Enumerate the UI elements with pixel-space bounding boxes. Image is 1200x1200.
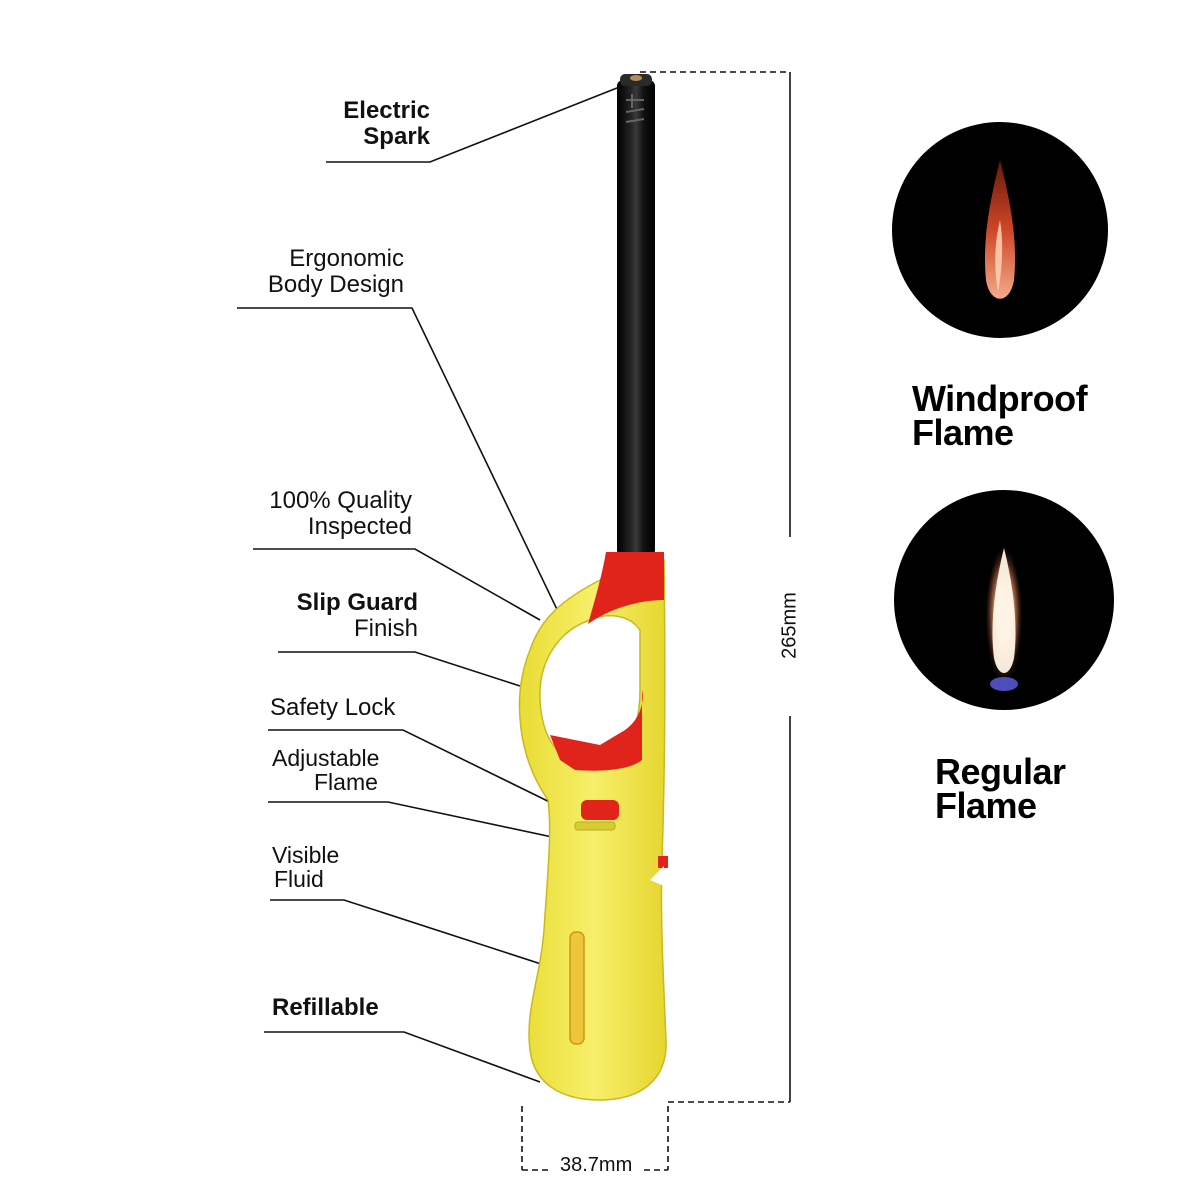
callout-slip-guard-line2: Finish — [353, 615, 418, 642]
callout-quality: 100% Quality Inspected — [240, 488, 412, 540]
lighter-trigger — [550, 690, 643, 771]
lighter-collar — [588, 552, 664, 624]
regular-flame-icon — [894, 490, 1114, 710]
callout-slip-guard: Slip Guard Finish — [260, 590, 418, 642]
lighter-barrel — [617, 80, 655, 556]
regular-flame-title: Regular Flame — [935, 751, 1066, 826]
fluid-window — [569, 931, 585, 1045]
dimension-width-label: 38.7mm — [560, 1154, 633, 1176]
callout-refillable-line1: Refillable — [272, 994, 379, 1021]
callout-ergonomic-line1: Ergonomic — [289, 245, 404, 272]
regular-flame-line2: Flame — [935, 785, 1037, 826]
windproof-flame-line1: Windproof — [912, 378, 1088, 419]
callout-visible-fluid-line1: Visible — [272, 842, 340, 868]
regular-flame-line1: Regular — [935, 751, 1066, 792]
dimension-height-label: 265mm — [778, 592, 801, 659]
callout-electric-spark-line1: Electric — [343, 97, 430, 124]
callout-ergonomic-line2: Body Design — [267, 271, 404, 298]
callout-visible-fluid-line2: Fluid — [274, 866, 324, 892]
windproof-flame-icon — [892, 122, 1108, 338]
callout-adjustable-line1: Adjustable — [272, 745, 380, 771]
callout-slip-guard-line1: Slip Guard — [296, 589, 418, 616]
callout-electric-spark-line2: Spark — [363, 123, 430, 150]
windproof-flame-line2: Flame — [912, 412, 1014, 453]
windproof-flame-title: Windproof Flame — [912, 378, 1088, 453]
callout-adjustable-line2: Flame — [314, 769, 378, 795]
callout-electric-spark: Electric Spark — [300, 98, 430, 150]
callout-safety-lock: Safety Lock — [270, 695, 395, 721]
safety-lock-slider — [581, 800, 619, 820]
callout-visible-fluid: Visible Fluid — [272, 843, 339, 891]
callout-adjustable: Adjustable Flame — [272, 746, 379, 794]
callout-safety-lock-line1: Safety Lock — [270, 694, 396, 721]
callout-quality-line1: 100% Quality — [269, 487, 412, 514]
callout-ergonomic: Ergonomic Body Design — [230, 246, 404, 298]
callout-quality-line2: Inspected — [307, 513, 412, 540]
callout-refillable: Refillable — [272, 995, 379, 1021]
